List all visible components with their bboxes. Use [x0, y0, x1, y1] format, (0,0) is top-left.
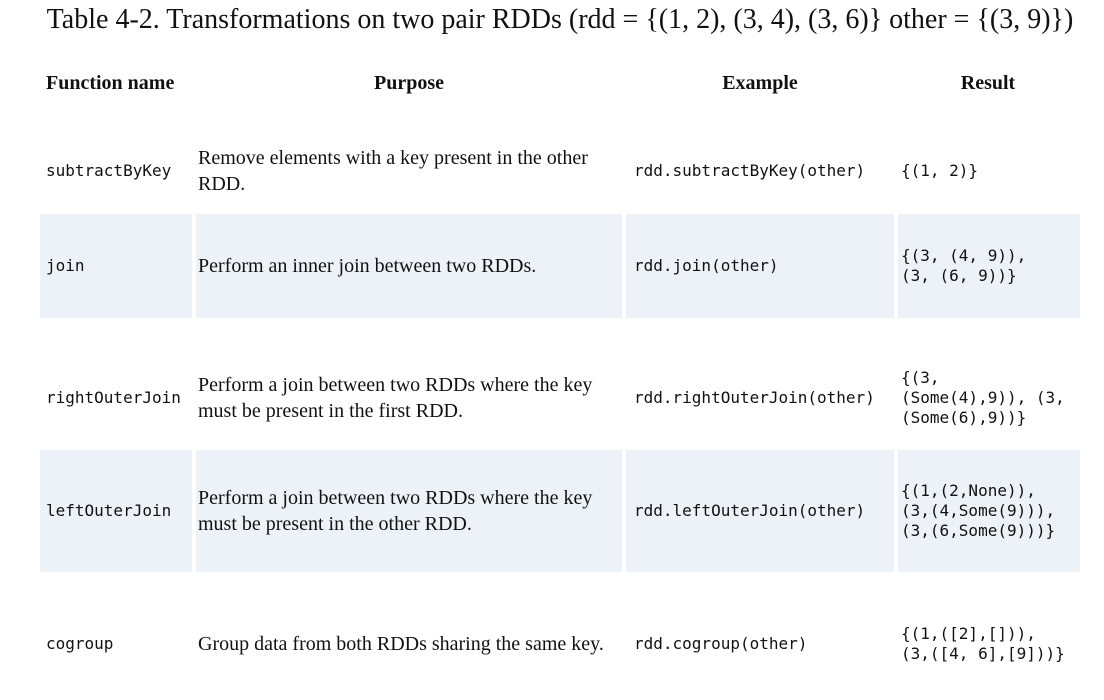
function-cell: leftOuterJoin: [40, 450, 192, 572]
function-name: leftOuterJoin: [46, 501, 172, 520]
result-value: {(3, (Some(4),9)), (3, (Some(6),9))}: [901, 368, 1065, 427]
purpose-text: Perform an inner join between two RDDs.: [198, 255, 537, 277]
example-cell: rdd.subtractByKey(other): [626, 128, 894, 214]
column-header-example: Example: [722, 72, 798, 94]
purpose-text: Group data from both RDDs sharing the sa…: [198, 633, 604, 655]
example-cell: rdd.join(other): [626, 214, 894, 318]
example-code: rdd.cogroup(other): [634, 634, 808, 653]
example-cell: rdd.cogroup(other): [626, 600, 894, 688]
result-cell: {(3, (Some(4),9)), (3, (Some(6),9))}: [898, 346, 1080, 450]
function-name: rightOuterJoin: [46, 388, 181, 407]
purpose-text: Perform a join between two RDDs where th…: [198, 487, 593, 535]
column-header-purpose: Purpose: [374, 72, 444, 94]
table-row: subtractByKey Remove elements with a key…: [40, 128, 1080, 214]
function-name: join: [46, 256, 85, 275]
result-value: {(1,(2,None)), (3,(4,Some(9))), (3,(6,So…: [901, 481, 1056, 540]
table-caption: Table 4-2. Transformations on two pair R…: [46, 4, 1074, 35]
example-code: rdd.join(other): [634, 256, 779, 275]
purpose-text: Perform a join between two RDDs where th…: [198, 374, 593, 422]
purpose-cell: Perform a join between two RDDs where th…: [196, 346, 622, 450]
result-value: {(1, 2)}: [901, 161, 979, 180]
purpose-cell: Group data from both RDDs sharing the sa…: [196, 600, 622, 688]
example-cell: rdd.leftOuterJoin(other): [626, 450, 894, 572]
result-cell: {(3, (4, 9)), (3, (6, 9))}: [898, 214, 1080, 318]
example-code: rdd.rightOuterJoin(other): [634, 388, 875, 407]
table-row: join Perform an inner join between two R…: [40, 214, 1080, 318]
table-row: cogroup Group data from both RDDs sharin…: [40, 600, 1080, 688]
result-cell: {(1,([2],[])), (3,([4, 6],[9]))}: [898, 600, 1080, 688]
result-cell: {(1,(2,None)), (3,(4,Some(9))), (3,(6,So…: [898, 450, 1080, 572]
purpose-text: Remove elements with a key present in th…: [198, 147, 588, 195]
function-cell: join: [40, 214, 192, 318]
example-cell: rdd.rightOuterJoin(other): [626, 346, 894, 450]
result-value: {(1,([2],[])), (3,([4, 6],[9]))}: [901, 624, 1065, 663]
result-value: {(3, (4, 9)), (3, (6, 9))}: [901, 246, 1027, 285]
table-row: leftOuterJoin Perform a join between two…: [40, 450, 1080, 572]
function-cell: cogroup: [40, 600, 192, 688]
purpose-cell: Perform a join between two RDDs where th…: [196, 450, 622, 572]
table-row: rightOuterJoin Perform a join between tw…: [40, 346, 1080, 450]
column-header-function-name: Function name: [46, 72, 175, 94]
function-name: subtractByKey: [46, 161, 172, 180]
purpose-cell: Remove elements with a key present in th…: [196, 128, 622, 214]
function-name: cogroup: [46, 634, 114, 653]
purpose-cell: Perform an inner join between two RDDs.: [196, 214, 622, 318]
function-cell: subtractByKey: [40, 128, 192, 214]
function-cell: rightOuterJoin: [40, 346, 192, 450]
column-header-result: Result: [960, 72, 1016, 94]
example-code: rdd.subtractByKey(other): [634, 161, 866, 180]
example-code: rdd.leftOuterJoin(other): [634, 501, 866, 520]
result-cell: {(1, 2)}: [898, 128, 1080, 214]
